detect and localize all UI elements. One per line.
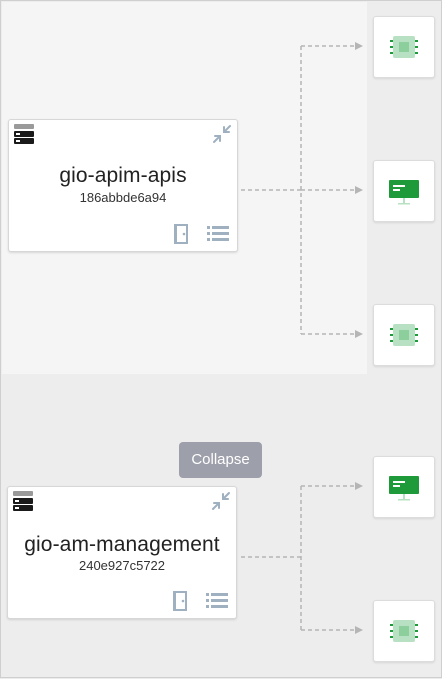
chip-icon (390, 36, 418, 58)
node-card-gio-am-management[interactable]: gio-am-management 240e927c5722 (7, 486, 237, 619)
leaf-card-chip-2[interactable] (373, 304, 435, 366)
leaf-card-monitor-2[interactable] (373, 456, 435, 518)
leaf-card-monitor-1[interactable] (373, 160, 435, 222)
collapse-icon[interactable] (212, 124, 232, 144)
monitor-icon (389, 180, 419, 205)
door-icon[interactable] (172, 222, 192, 246)
chip-icon (390, 324, 418, 346)
node-name: gio-apim-apis (59, 164, 187, 187)
leaf-card-chip-1[interactable] (373, 16, 435, 78)
node-name: gio-am-management (24, 533, 220, 556)
server-icon (14, 124, 34, 144)
door-icon[interactable] (171, 589, 191, 613)
list-icon[interactable] (206, 591, 228, 611)
leaf-card-chip-3[interactable] (373, 600, 435, 662)
chip-icon (390, 620, 418, 642)
server-icon (13, 491, 33, 511)
collapse-tooltip: Collapse (179, 442, 262, 478)
list-icon[interactable] (207, 224, 229, 244)
collapse-icon[interactable] (211, 491, 231, 511)
node-id: 186abbde6a94 (79, 190, 167, 205)
node-id: 240e927c5722 (78, 558, 166, 573)
monitor-icon (389, 476, 419, 501)
node-card-gio-apim-apis[interactable]: gio-apim-apis 186abbde6a94 (8, 119, 238, 252)
